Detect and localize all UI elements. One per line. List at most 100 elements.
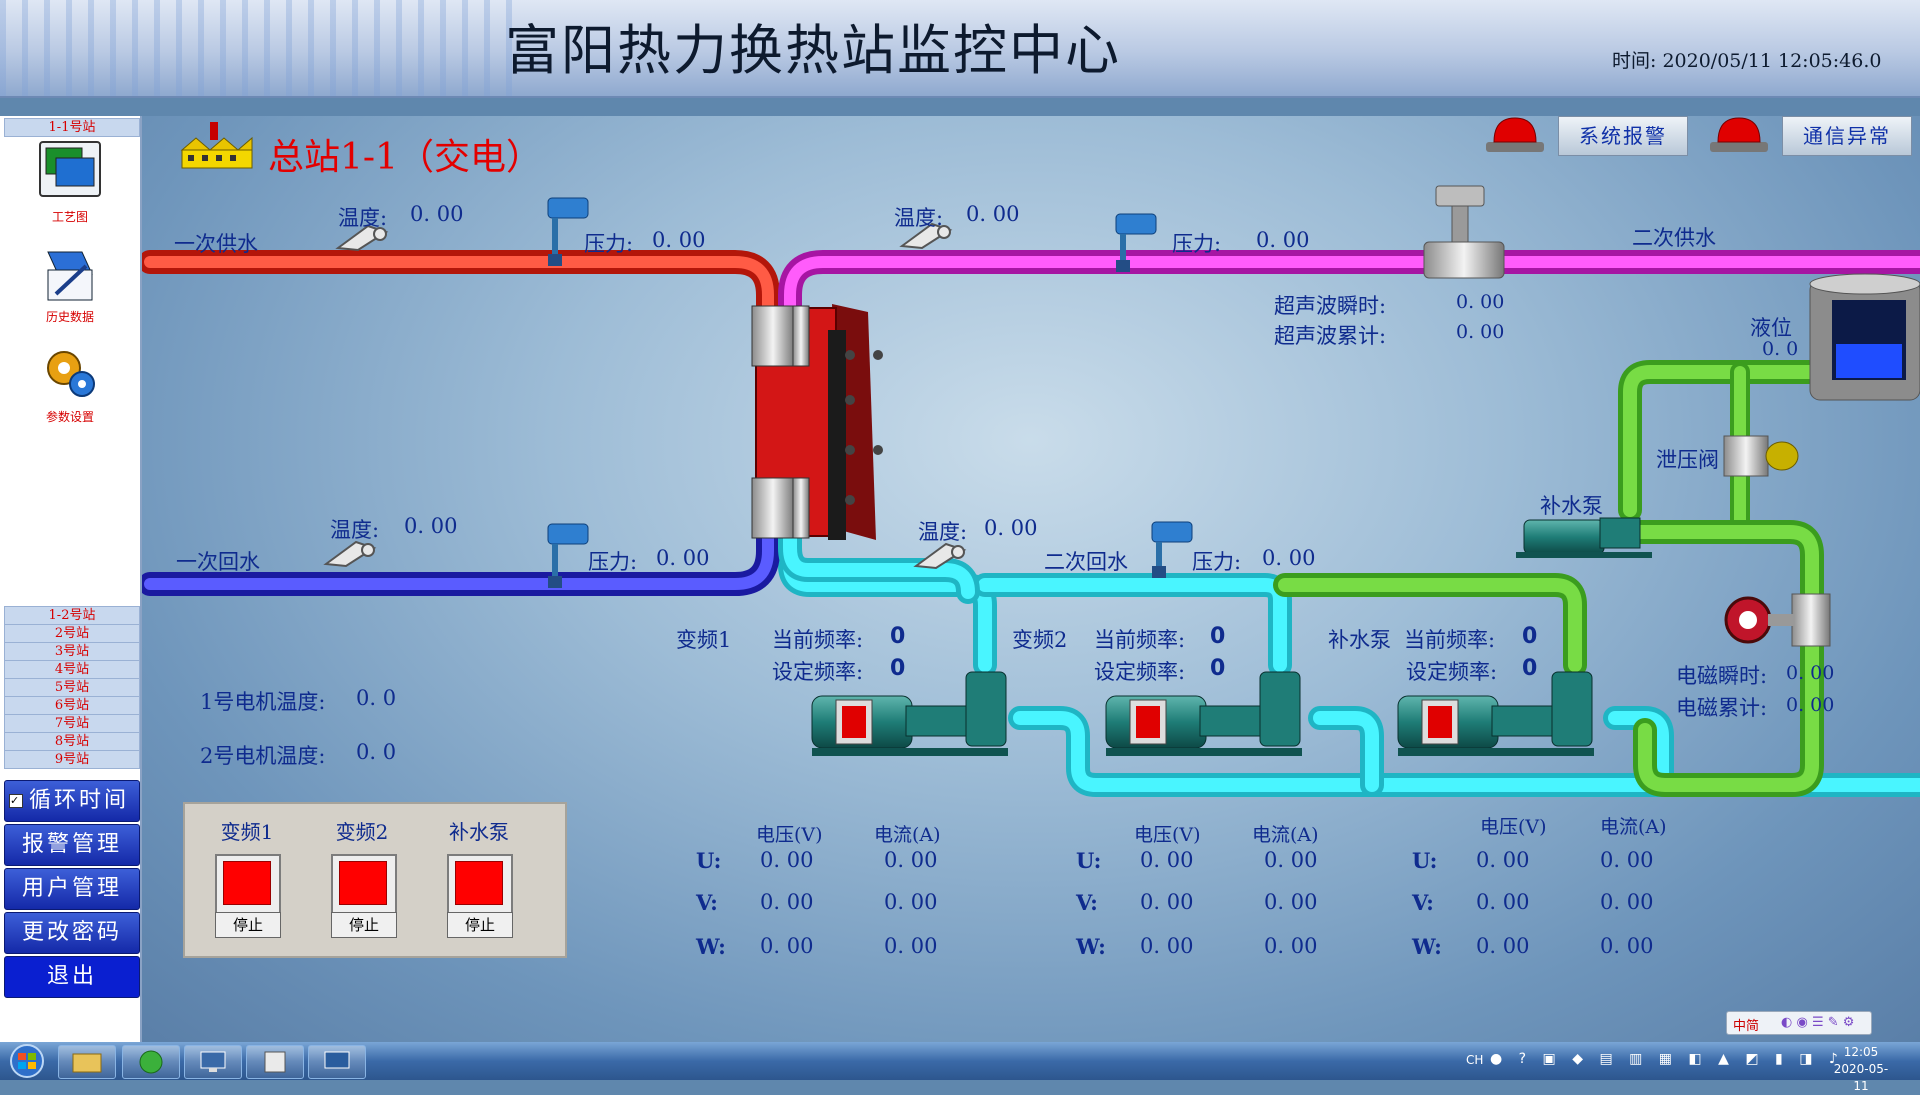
secondary-return-label: 二次回水 [1044,550,1128,574]
vfd2-current-value: 0 [1210,624,1226,649]
station-tab-8[interactable]: 8号站 [4,732,140,751]
vfd2-current-label: 当前频率: [1094,628,1186,652]
system-alarm-button[interactable]: 系统报警 [1558,116,1688,156]
taskbar: CH ● ? ▣ ◆ ▤ ▥ ▦ ◧ ▲ ◩ ▮ ◨ ♪ 12:05 2020-… [0,1042,1920,1093]
secondary-supply-temp-label: 温度: [894,206,944,230]
elec1-u-curr: 0. 00 [884,848,938,872]
clock-display: 时间: 2020/05/11 12:05:46.0 [1612,50,1882,72]
ime-toolbar[interactable]: 中简 ◐ ◉ ☰ ✎ ⚙ [1726,1011,1872,1035]
vfd1-current-value: 0 [890,624,906,649]
tray-clock[interactable]: 12:05 2020-05-11 [1830,1044,1892,1095]
station-tab-3[interactable]: 3号站 [4,642,140,661]
em-inst-value: 0. 00 [1786,662,1835,684]
tray-date: 2020-05-11 [1833,1062,1889,1093]
primary-return-press-value: 0. 00 [656,546,710,570]
vfd3-current-label: 当前频率: [1404,628,1496,652]
station-tab-7[interactable]: 7号站 [4,714,140,733]
station-tab-6[interactable]: 6号站 [4,696,140,715]
primary-supply-press-label: 压力: [584,232,634,256]
station-tab-5[interactable]: 5号站 [4,678,140,697]
station-tab-1-2[interactable]: 1-2号站 [4,606,140,625]
title-bar: 富阳热力换热站监控中心 时间: 2020/05/11 12:05:46.0 [0,0,1920,98]
secondary-supply-label: 二次供水 [1632,226,1716,250]
ctrl-vfd2-stop-button[interactable]: 停止 [331,912,397,938]
process-diagram-icon[interactable] [38,138,102,202]
elec3-u-curr: 0. 00 [1600,848,1654,872]
start-button-icon[interactable] [8,1044,46,1078]
primary-return-press-label: 压力: [588,550,638,574]
nav-settings-label[interactable]: 参数设置 [45,410,94,424]
nav-process-label[interactable]: 工艺图 [51,210,88,224]
em-cum-value: 0. 00 [1786,694,1835,716]
elec2-w-volt: 0. 00 [1140,934,1194,958]
elec3-phase-u: U: [1412,848,1438,873]
current-station-tab[interactable]: 1-1号站 [4,118,140,137]
vfd1-set-value: 0 [890,656,906,681]
ie-taskbar-button[interactable] [122,1045,180,1079]
station-tab-2[interactable]: 2号站 [4,624,140,643]
user-management-button[interactable]: 用户管理 [4,868,140,910]
ultrasonic-cum-value: 0. 00 [1456,321,1505,343]
elec3-curr-header: 电流(A) [1600,816,1667,838]
header-decoration [0,0,520,96]
primary-return-pipe [138,498,780,596]
elec1-phase-v: V: [696,890,718,915]
motor1-temp-label: 1号电机温度: [200,690,326,714]
makeup-pump-label: 补水泵 [1540,494,1603,518]
elec1-curr-header: 电流(A) [874,824,941,846]
primary-return-temp-label: 温度: [330,518,380,542]
vfd2-set-value: 0 [1210,656,1226,681]
elec1-w-curr: 0. 00 [884,934,938,958]
alarm-management-button[interactable]: 报警管理 [4,824,140,866]
secondary-supply-temp-value: 0. 00 [966,202,1020,226]
ultrasonic-inst-value: 0. 00 [1456,291,1505,313]
elec1-v-volt: 0. 00 [760,890,814,914]
primary-supply-press-value: 0. 00 [652,228,706,252]
loop-time-toggle[interactable]: ✓循环时间 [4,780,140,822]
checkbox-icon[interactable]: ✓ [9,794,23,808]
change-password-button[interactable]: 更改密码 [4,912,140,954]
secondary-return-press-label: 压力: [1192,550,1242,574]
vfd3-set-value: 0 [1522,656,1538,681]
vfd1-current-label: 当前频率: [772,628,864,652]
gear-settings-icon[interactable] [38,342,102,406]
makeup-water-pipe [1273,360,1824,797]
comm-alarm-button[interactable]: 通信异常 [1782,116,1912,156]
monitor-app-taskbar-button[interactable] [184,1045,242,1079]
circulation-pumps [811,671,1594,756]
station-tab-4[interactable]: 4号站 [4,660,140,679]
vfd1-set-label: 设定频率: [772,660,864,684]
exit-button[interactable]: 退出 [4,956,140,998]
app-title: 富阳热力换热站监控中心 [505,19,1121,82]
ctrl-makeup-stop-button[interactable]: 停止 [447,912,513,938]
comm-alarm-lamp-icon [1710,117,1768,152]
folder-icon [72,1053,102,1073]
ctrl-vfd2-status-indicator [331,854,397,914]
elec2-v-volt: 0. 00 [1140,890,1194,914]
station-tab-9[interactable]: 9号站 [4,750,140,769]
ctrl-vfd1-stop-button[interactable]: 停止 [215,912,281,938]
motor1-temp-value: 0. 0 [356,686,397,710]
app-taskbar-button-3[interactable] [308,1045,366,1079]
elec2-phase-u: U: [1076,848,1102,873]
makeup-pump [1516,517,1652,558]
elec3-phase-w: W: [1412,934,1442,959]
sidebar: 1-1号站 工艺图 历史数据 参数设置 1-2号站 2号站 3号站 4号站 5号… [0,116,142,1042]
ime-label: 中简 [1733,1019,1760,1034]
plate-heat-exchanger [751,304,883,540]
explorer-taskbar-button[interactable] [58,1045,116,1079]
level-label: 液位 [1750,316,1792,340]
ime-tools-icon[interactable]: ◐ ◉ ☰ ✎ ⚙ [1781,1015,1855,1030]
language-indicator[interactable]: CH [1466,1053,1484,1067]
ctrl-makeup-status-indicator [447,854,513,914]
elec3-u-volt: 0. 00 [1476,848,1530,872]
secondary-supply-pipe [778,250,1920,342]
tray-time: 12:05 [1843,1045,1879,1059]
app-taskbar-button-2[interactable] [246,1045,304,1079]
history-data-icon[interactable] [38,244,102,308]
nav-history-label[interactable]: 历史数据 [45,310,94,324]
window-icon [264,1051,286,1073]
system-tray-icons[interactable]: ● ? ▣ ◆ ▤ ▥ ▦ ◧ ▲ ◩ ▮ ◨ ♪ [1490,1051,1844,1067]
motor2-temp-label: 2号电机温度: [200,744,326,768]
elec3-v-volt: 0. 00 [1476,890,1530,914]
